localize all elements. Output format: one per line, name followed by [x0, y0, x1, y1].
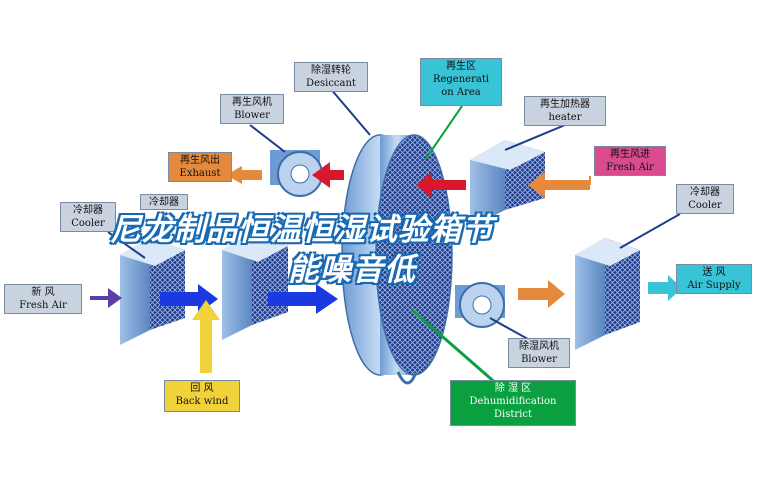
air-supply-label: 送 风 Air Supply: [676, 264, 752, 294]
fresh-air-en: Fresh Air: [19, 300, 67, 311]
fresh-air-label: 新 风 Fresh Air: [4, 284, 82, 314]
regen-exhaust-en: Exhaust: [179, 168, 221, 179]
dehum-district-en2: District: [494, 409, 532, 420]
regen-heater-label: 再生加热器 heater: [524, 96, 606, 126]
cooler-mid-cn: 冷却器: [149, 197, 179, 208]
regen-exhaust-cn: 再生风出: [180, 155, 220, 166]
regen-fresh-cn: 再生风进: [610, 149, 650, 160]
regen-heater-cn: 再生加热器: [540, 99, 590, 110]
back-wind-label: 回 风 Back wind: [164, 380, 240, 412]
regen-fresh-en: Fresh Air: [606, 162, 654, 173]
regen-area-label: 再生区 Regenerati on Area: [420, 58, 502, 106]
cooler-left-unit: [120, 238, 185, 345]
overlay-title-line2: 能噪音低: [288, 252, 416, 288]
desiccant-label: 除湿转轮 Desiccant: [294, 62, 368, 92]
regen-blower-label: 再生风机 Blower: [220, 94, 284, 124]
overlay-title: 尼龙制品恒温恒湿试验箱节 能噪音低: [110, 210, 670, 290]
dehum-blower-cn: 除湿风机: [519, 341, 559, 352]
regen-blower-cn: 再生风机: [232, 97, 272, 108]
regen-heater-en: heater: [548, 112, 582, 123]
dehum-blower-en: Blower: [521, 354, 557, 365]
cooler-left-cn: 冷却器: [73, 205, 103, 216]
heater-unit: [470, 140, 545, 228]
cooler-left-label: 冷却器 Cooler: [60, 202, 116, 232]
dehum-district-en1: Dehumidification: [469, 396, 557, 407]
cooler-mid-label: 冷却器: [140, 194, 188, 210]
air-supply-cn: 送 风: [702, 267, 726, 278]
regen-blower-en: Blower: [234, 110, 270, 121]
desiccant-cn: 除湿转轮: [311, 65, 351, 76]
regen-fresh-label: 再生风进 Fresh Air: [594, 146, 666, 176]
regen-area-en2: on Area: [441, 87, 481, 98]
cooler-mid-unit: [222, 233, 288, 340]
regen-area-cn: 再生区: [446, 61, 476, 72]
back-wind-cn: 回 风: [190, 383, 214, 394]
regen-area-en1: Regenerati: [432, 74, 490, 85]
cooler-right-label: 冷却器 Cooler: [676, 184, 734, 214]
overlay-title-line1: 尼龙制品恒温恒湿试验箱节: [110, 212, 494, 248]
cooler-left-en: Cooler: [71, 218, 105, 229]
leader-lines: [107, 87, 681, 387]
desiccant-wheel: [341, 134, 453, 385]
flow-arrows: [90, 162, 682, 373]
regen-blower-unit: [270, 150, 323, 197]
dehum-blower-unit: [455, 282, 505, 328]
regen-exhaust-label: 再生风出 Exhaust: [168, 152, 232, 182]
air-supply-en: Air Supply: [687, 280, 741, 291]
fresh-air-cn: 新 风: [31, 287, 55, 298]
dehum-blower-label: 除湿风机 Blower: [508, 338, 570, 368]
dehum-district-label: 除 湿 区 Dehumidification District: [450, 380, 576, 426]
cooler-right-cn: 冷却器: [690, 187, 720, 198]
back-wind-en: Back wind: [175, 396, 229, 407]
cooler-right-en: Cooler: [688, 200, 722, 211]
dehum-district-cn: 除 湿 区: [494, 383, 532, 394]
desiccant-en: Desiccant: [306, 78, 356, 89]
